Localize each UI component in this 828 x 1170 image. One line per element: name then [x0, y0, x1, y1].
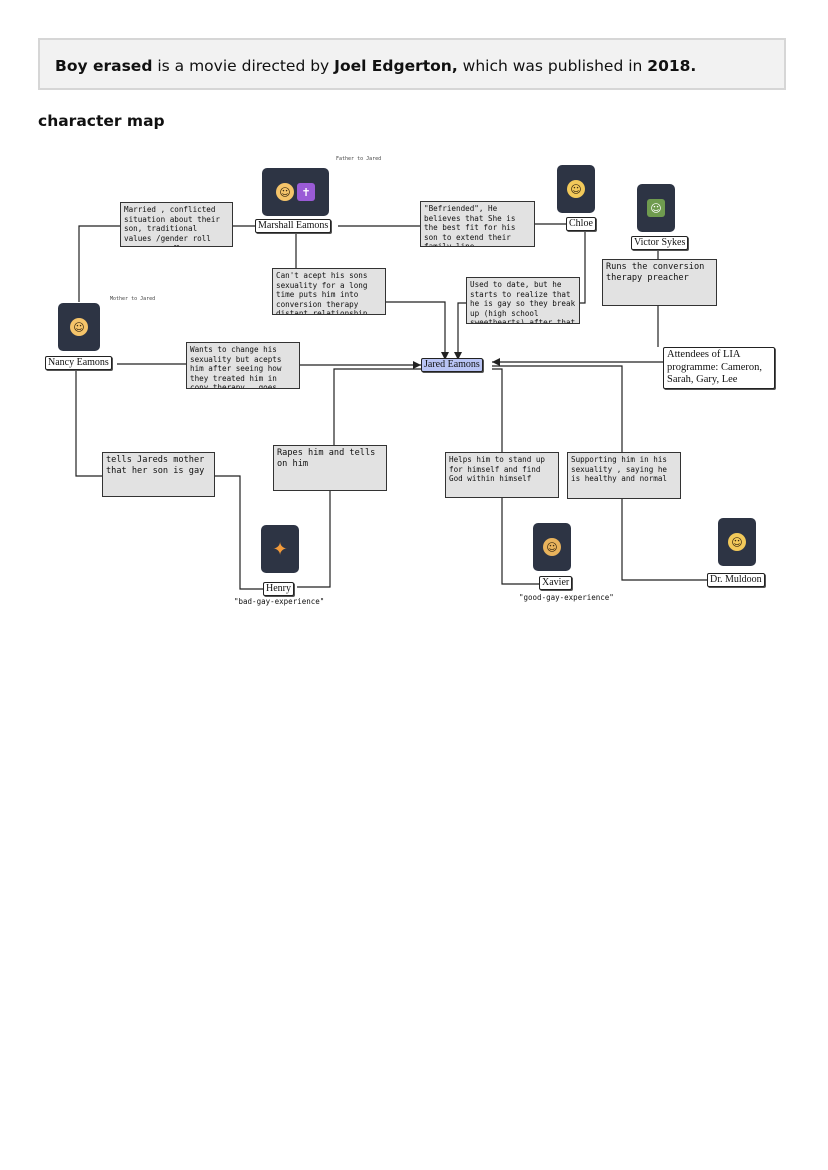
node-henry[interactable]: Henry — [263, 582, 294, 596]
edge-note-xavier — [501, 498, 539, 585]
node-victor-sykes[interactable]: Victor Sykes — [631, 236, 689, 250]
release-year: 2018. — [647, 57, 697, 75]
arrow-marshall-jared — [441, 352, 449, 360]
father-note: Father to Jared — [336, 156, 382, 162]
blond-woman-icon: ☺ — [557, 165, 595, 213]
graduate-icon: ☺ — [533, 523, 571, 571]
film-title: Boy erased — [55, 57, 153, 75]
node-attendees[interactable]: Attendees of LIA programme: Cameron, Sar… — [663, 347, 775, 389]
arrow-nancy-jared — [413, 361, 421, 369]
edge-chloe-jared — [457, 302, 466, 359]
node-dr-muldoon[interactable]: Dr. Muldoon — [707, 573, 765, 587]
edge-jared-muldoon-note — [492, 365, 623, 452]
node-nancy-eamons[interactable]: Nancy Eamons — [45, 356, 112, 370]
preacher-icon: ☺ — [637, 184, 675, 232]
note-chloe-marshall: "Befriended", He believes that She is th… — [420, 201, 535, 247]
edge-chloe-down — [580, 232, 586, 304]
director-name: Joel Edgerton, — [334, 57, 458, 75]
edge-tells-henry — [215, 475, 263, 590]
arrow-attendees-jared — [492, 358, 500, 366]
note-nancy-jared: Wants to change his sexuality but acepts… — [186, 342, 300, 389]
intro-banner: Boy erased is a movie directed by Joel E… — [38, 38, 786, 90]
node-xavier[interactable]: Xavier — [539, 576, 573, 590]
intro-text-2: which was published in — [457, 57, 648, 75]
edge-note-muldoon — [621, 499, 707, 581]
older-woman-icon: ☺ — [58, 303, 100, 351]
intro-text-1: is a movie directed by — [152, 57, 335, 75]
node-chloe[interactable]: Chloe — [566, 217, 596, 231]
note-marshall-nancy-text: Married , conflicted situation about the… — [124, 205, 221, 243]
node-jared-eamons[interactable]: Jared Eamons — [421, 358, 483, 372]
arrow-chloe-jared — [454, 352, 462, 360]
note-chloe-jared: Used to date, but he starts to realize t… — [466, 277, 580, 324]
note-muldoon: Supporting him in his sexuality , saying… — [567, 452, 681, 499]
health-worker-icon: ☺ — [718, 518, 756, 566]
edge-jared-xavier-note — [492, 368, 503, 452]
caption-henry: "bad-gay-experience" — [234, 597, 325, 606]
edge-jared-henry-note — [333, 368, 421, 446]
infinity-mark: ∞ — [124, 243, 229, 247]
note-henry: Rapes him and tells on him — [273, 445, 387, 491]
note-nancy-henry: tells Jareds mother that her son is gay — [102, 452, 215, 497]
edge-nancy-tells — [75, 371, 102, 477]
caption-xavier: "good-gay-experience" — [519, 593, 614, 602]
edge-marshall-jared — [386, 301, 446, 359]
mother-note: Mother to Jared — [110, 296, 156, 302]
man-and-latin-cross-icon: ☺✝ — [262, 168, 329, 216]
running-man-icon: ✦ — [261, 525, 299, 573]
node-marshall-eamons[interactable]: Marshall Eamons — [255, 219, 332, 233]
edge-note-henry — [297, 491, 331, 588]
section-title: character map — [38, 112, 165, 130]
note-xavier: Helps him to stand up for himself and fi… — [445, 452, 559, 498]
note-marshall-nancy: Married , conflicted situation about the… — [120, 202, 233, 247]
note-victor: Runs the conversion therapy preacher — [602, 259, 717, 306]
note-marshall-jared: Can't acept his sons sexuality for a lon… — [272, 268, 386, 315]
edge-note-nancy — [78, 225, 120, 302]
